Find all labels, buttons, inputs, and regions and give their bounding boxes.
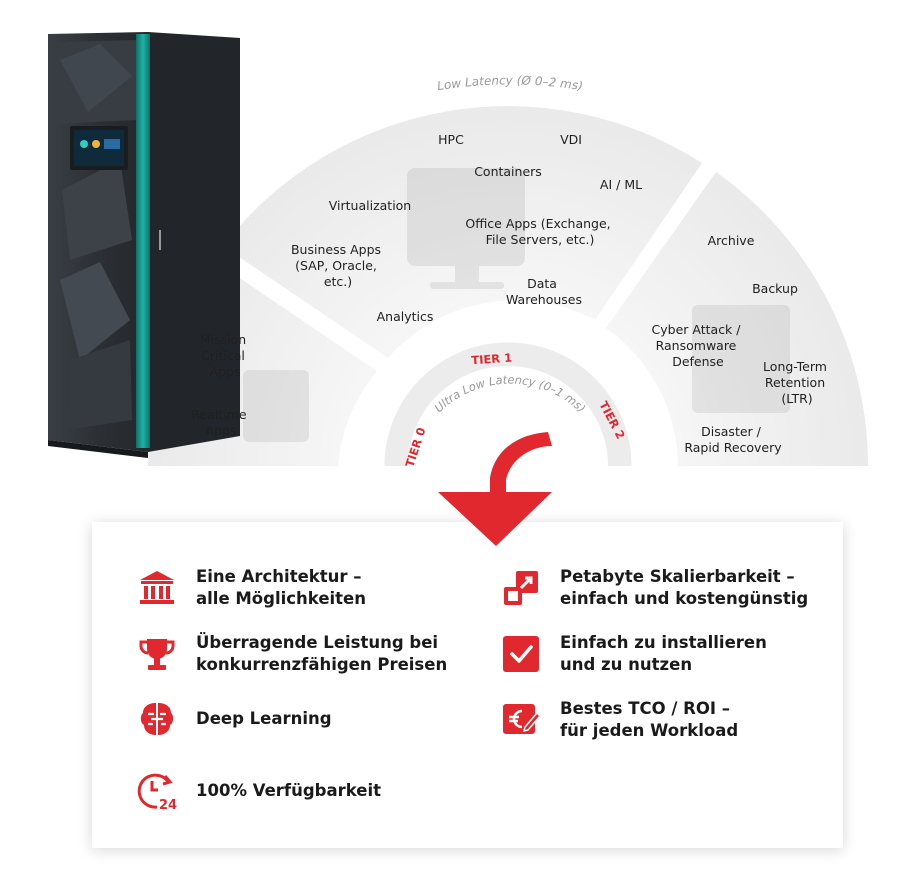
feature-easy-install: Einfach zu installieren und zu nutzen bbox=[500, 632, 767, 676]
item-backup: Backup bbox=[752, 281, 798, 296]
trophy-icon bbox=[139, 639, 175, 670]
tier2-segment bbox=[606, 172, 869, 466]
fan-segments bbox=[148, 106, 869, 467]
watermark-app-icon bbox=[243, 370, 309, 442]
feature-line: Überragende Leistung bei bbox=[196, 633, 439, 652]
feature-line: Bestes TCO / ROI – bbox=[560, 699, 731, 718]
clock-24-icon: 24 bbox=[137, 773, 177, 812]
item-archive: Archive bbox=[708, 233, 755, 248]
item-hpc: HPC bbox=[438, 132, 464, 147]
item-cyber-attack: Cyber Attack / Ransomware Defense bbox=[652, 322, 745, 369]
feature-line: einfach und kostengünstig bbox=[560, 589, 809, 608]
tier-diagram: Low Latency (Ø 0–2 ms) Ultra Low Latency… bbox=[48, 32, 869, 469]
feature-performance: Überragende Leistung bei konkurrenzfähig… bbox=[136, 632, 447, 676]
scale-arrows-icon bbox=[504, 571, 538, 605]
tier1-label: TIER 1 bbox=[471, 351, 513, 368]
item-vdi: VDI bbox=[560, 132, 582, 147]
bank-icon bbox=[140, 571, 174, 604]
item-disaster-recovery: Disaster / Rapid Recovery bbox=[684, 424, 782, 455]
checkbox-icon bbox=[503, 636, 539, 672]
feature-line: alle Möglichkeiten bbox=[196, 589, 366, 608]
euro-pen-icon bbox=[503, 704, 542, 734]
feature-line: Eine Architektur – bbox=[196, 567, 362, 586]
item-analytics: Analytics bbox=[377, 309, 434, 324]
feature-line: konkurrenzfähigen Preisen bbox=[196, 655, 448, 674]
item-realtime-apps: Realtime Apps bbox=[191, 407, 250, 438]
feature-tco-roi: Bestes TCO / ROI – für jeden Workload bbox=[500, 698, 738, 742]
feature-deep-learning: Deep Learning bbox=[136, 698, 332, 740]
feature-line: Einfach zu installieren bbox=[560, 633, 767, 652]
item-ai-ml: AI / ML bbox=[600, 177, 642, 192]
low-latency-label: Low Latency (Ø 0–2 ms) bbox=[436, 73, 584, 93]
item-mission-critical-apps: Mission Critical Apps bbox=[200, 332, 250, 379]
item-office-apps: Office Apps (Exchange, File Servers, etc… bbox=[465, 216, 614, 247]
tier1-items: HPC VDI Containers AI / ML Virtualizatio… bbox=[291, 132, 642, 324]
feature-availability: 24 100% Verfügbarkeit bbox=[136, 770, 381, 812]
watermark-box-icon bbox=[692, 305, 790, 413]
item-virtualization: Virtualization bbox=[329, 198, 411, 213]
feature-petabyte-scalability: Petabyte Skalierbarkeit – einfach und ko… bbox=[500, 566, 808, 610]
feature-line: und zu nutzen bbox=[560, 655, 693, 674]
item-data-warehouses: Data Warehouses bbox=[506, 276, 582, 307]
inner-ring bbox=[383, 341, 633, 466]
tier1-segment bbox=[223, 106, 702, 359]
watermark-monitor-icon bbox=[407, 168, 525, 289]
feature-line: 100% Verfügbarkeit bbox=[196, 781, 381, 800]
tier2-items: Archive Backup Cyber Attack / Ransomware… bbox=[652, 233, 831, 455]
storage-rack-image bbox=[48, 32, 240, 458]
feature-line: für jeden Workload bbox=[560, 721, 739, 740]
item-long-term-retention: Long-Term Retention (LTR) bbox=[763, 359, 831, 406]
feature-one-architecture: Eine Architektur – alle Möglichkeiten bbox=[136, 566, 366, 610]
item-business-apps: Business Apps (SAP, Oracle, etc.) bbox=[291, 242, 385, 289]
brain-icon bbox=[140, 703, 174, 735]
svg-text:24: 24 bbox=[159, 798, 177, 812]
item-containers: Containers bbox=[474, 164, 542, 179]
features-panel: Eine Architektur – alle Möglichkeiten Pe… bbox=[92, 522, 843, 848]
feature-line: Petabyte Skalierbarkeit – bbox=[560, 567, 795, 586]
tier0-items: Mission Critical Apps Realtime Apps bbox=[191, 332, 250, 438]
feature-line: Deep Learning bbox=[196, 709, 332, 728]
